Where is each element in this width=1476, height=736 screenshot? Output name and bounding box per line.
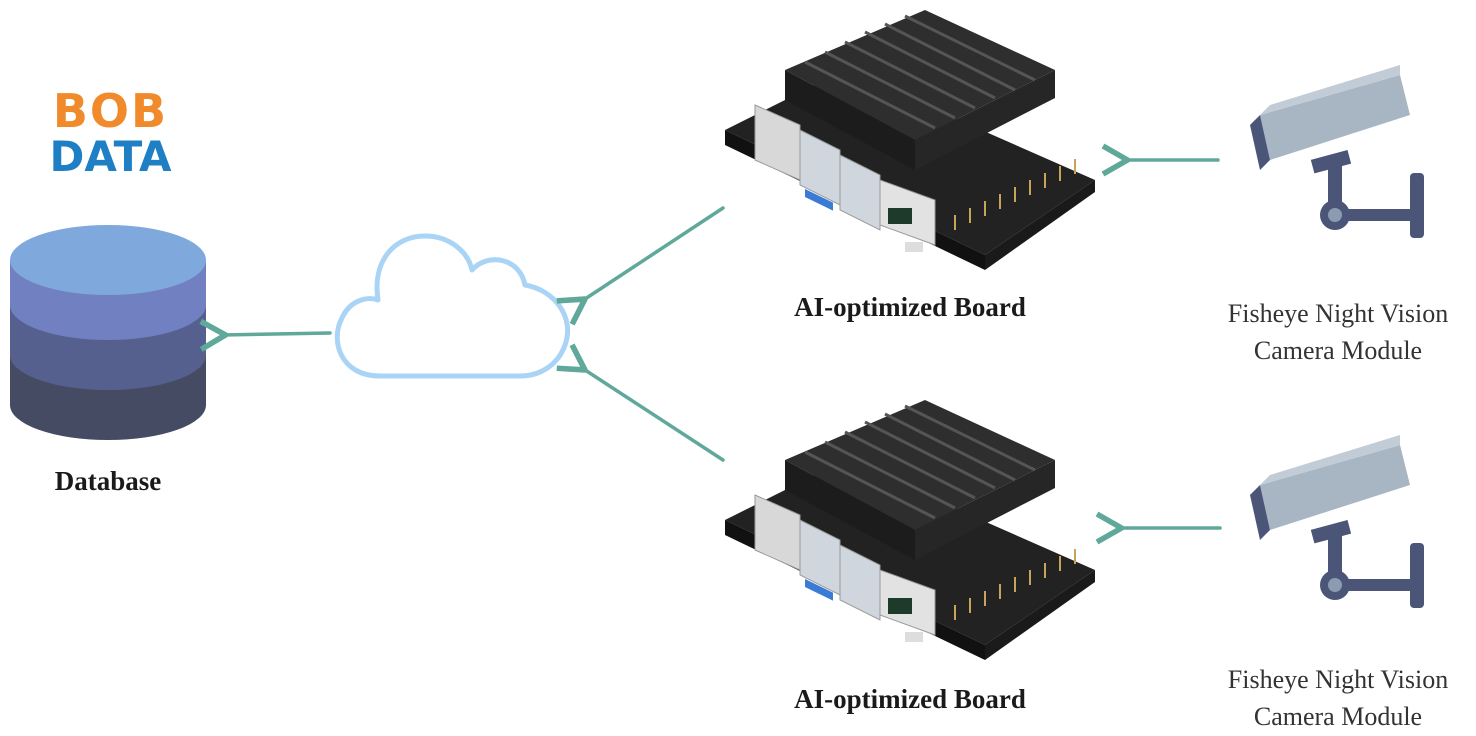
board-bottom-image	[723, 398, 1097, 662]
camera-bottom-icon	[1250, 435, 1424, 608]
database-label: Database	[54, 466, 162, 496]
arrow-board-top-to-cloud	[556, 206, 725, 326]
arrow-cloud-to-database	[199, 318, 332, 352]
camera-top-label-line1: Fisheye Night Vision	[1227, 299, 1449, 328]
camera-top-label: Fisheye Night Vision Camera Module	[1200, 295, 1476, 369]
bob-data-logo: BOB DATA	[48, 88, 173, 180]
logo-line1: BOB	[52, 84, 169, 138]
logo-line2: DATA	[49, 132, 172, 181]
camera-bottom-label: Fisheye Night Vision Camera Module	[1200, 661, 1476, 735]
camera-bottom-label-line1: Fisheye Night Vision	[1227, 665, 1449, 694]
arrow-board-bottom-to-cloud	[556, 343, 725, 462]
database-icon	[10, 225, 206, 440]
board-bottom-label: AI-optimized Board	[794, 684, 1026, 714]
camera-bottom-label-line2: Camera Module	[1253, 702, 1423, 731]
camera-top-icon	[1250, 65, 1424, 238]
camera-top-label-line2: Camera Module	[1253, 336, 1423, 365]
board-top-image	[723, 8, 1097, 272]
cloud-icon	[334, 233, 571, 379]
board-top-label: AI-optimized Board	[794, 292, 1026, 322]
